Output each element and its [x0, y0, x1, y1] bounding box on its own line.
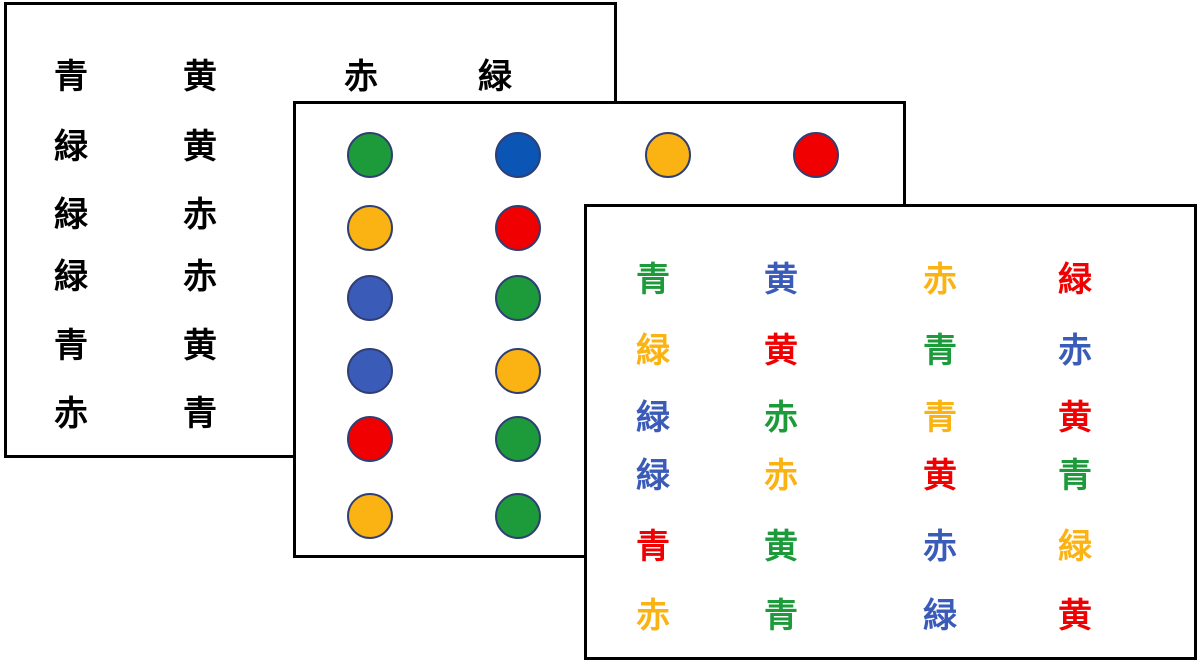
color-circle-r1-c4: [793, 132, 839, 178]
colored-word-r4-c2: 赤: [764, 456, 798, 496]
color-circle-r1-c1: [347, 132, 393, 178]
color-circle-r3-c1: [347, 275, 393, 321]
colored-word-r2-c4: 赤: [1058, 331, 1092, 371]
black-word-r4-c2: 赤: [183, 257, 217, 297]
colored-word-r5-c2: 黄: [764, 527, 798, 567]
black-word-r5-c2: 黄: [183, 326, 217, 366]
black-word-r3-c1: 緑: [54, 195, 88, 235]
colored-word-r2-c1: 緑: [636, 331, 670, 371]
black-word-r2-c2: 黄: [183, 127, 217, 167]
color-circle-r4-c2: [495, 348, 541, 394]
colored-word-r1-c4: 緑: [1058, 260, 1092, 300]
color-circle-r5-c2: [495, 416, 541, 462]
black-word-r6-c1: 赤: [54, 394, 88, 434]
colored-word-r1-c1: 青: [636, 260, 670, 300]
color-circle-r2-c1: [347, 205, 393, 251]
black-word-r1-c3: 赤: [344, 57, 378, 97]
color-circle-r6-c1: [347, 493, 393, 539]
black-word-r6-c2: 青: [183, 394, 217, 434]
black-word-r1-c4: 緑: [478, 57, 512, 97]
black-word-r1-c1: 青: [54, 57, 88, 97]
colored-word-r5-c3: 赤: [923, 527, 957, 567]
black-word-r2-c1: 緑: [54, 127, 88, 167]
colored-word-r2-c2: 黄: [764, 331, 798, 371]
black-word-r3-c2: 赤: [183, 195, 217, 235]
colored-word-card: 青黄赤緑緑黄青赤緑赤青黄緑赤黄青青黄赤緑赤青緑黄: [584, 204, 1197, 660]
colored-word-r1-c3: 赤: [923, 260, 957, 300]
color-circle-r1-c3: [645, 132, 691, 178]
colored-word-r6-c1: 赤: [636, 596, 670, 636]
colored-word-r1-c2: 黄: [764, 260, 798, 300]
colored-word-r6-c3: 緑: [923, 596, 957, 636]
colored-word-r3-c1: 緑: [636, 398, 670, 438]
colored-word-r4-c4: 青: [1058, 456, 1092, 496]
colored-word-r4-c3: 黄: [923, 456, 957, 496]
color-circle-r5-c1: [347, 416, 393, 462]
colored-word-r5-c1: 青: [636, 527, 670, 567]
colored-word-r6-c2: 青: [764, 596, 798, 636]
colored-word-r2-c3: 青: [923, 331, 957, 371]
colored-word-r5-c4: 緑: [1058, 527, 1092, 567]
colored-word-r3-c3: 青: [923, 398, 957, 438]
colored-word-r3-c2: 赤: [764, 398, 798, 438]
color-circle-r2-c2: [495, 205, 541, 251]
color-circle-r1-c2: [495, 132, 541, 178]
black-word-r5-c1: 青: [54, 326, 88, 366]
color-circle-r3-c2: [495, 275, 541, 321]
color-circle-r6-c2: [495, 493, 541, 539]
black-word-r1-c2: 黄: [183, 57, 217, 97]
colored-word-r3-c4: 黄: [1058, 398, 1092, 438]
color-circle-r4-c1: [347, 348, 393, 394]
colored-word-r6-c4: 黄: [1058, 596, 1092, 636]
black-word-r4-c1: 緑: [54, 257, 88, 297]
colored-word-r4-c1: 緑: [636, 456, 670, 496]
